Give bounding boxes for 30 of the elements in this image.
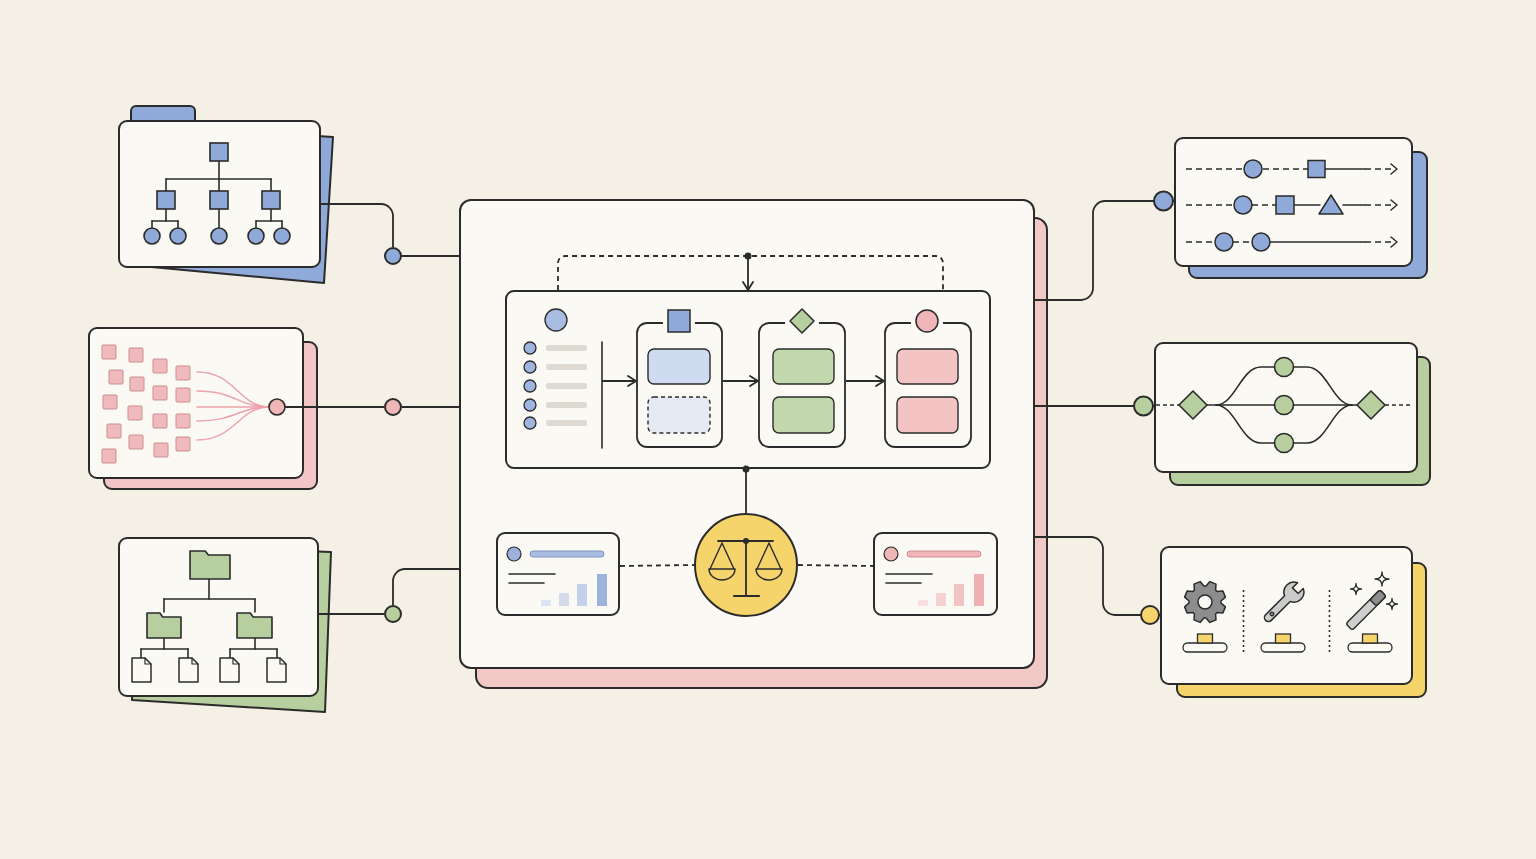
connector-line — [318, 613, 385, 615]
main-panel — [459, 199, 1035, 669]
arrow — [601, 375, 637, 387]
dashed-connector — [557, 255, 944, 291]
connector-line — [401, 406, 460, 408]
connector-line — [303, 406, 385, 408]
dashed-connector — [797, 564, 874, 567]
connector-line — [1034, 395, 1155, 417]
connector-line — [320, 203, 394, 248]
junction-dot — [384, 247, 402, 265]
illustration-card — [118, 537, 319, 697]
connector-line — [392, 568, 460, 606]
connector-line — [1034, 536, 1161, 625]
illustration-card — [1160, 546, 1413, 685]
arrow — [742, 252, 754, 291]
illustration-card — [1174, 137, 1413, 267]
connector-line — [401, 255, 460, 257]
junction-dot — [384, 605, 402, 623]
arrow — [845, 375, 885, 387]
illustration-card — [118, 120, 321, 268]
summary-card — [496, 532, 620, 616]
arrow — [722, 375, 759, 387]
dashed-connector — [619, 564, 695, 567]
connector-line — [742, 465, 750, 514]
illustration-card — [1154, 342, 1418, 473]
process-panel — [505, 290, 991, 469]
summary-card — [873, 532, 998, 616]
illustration-card — [88, 327, 304, 479]
connector-line — [1034, 190, 1175, 301]
junction-dot — [384, 398, 402, 416]
